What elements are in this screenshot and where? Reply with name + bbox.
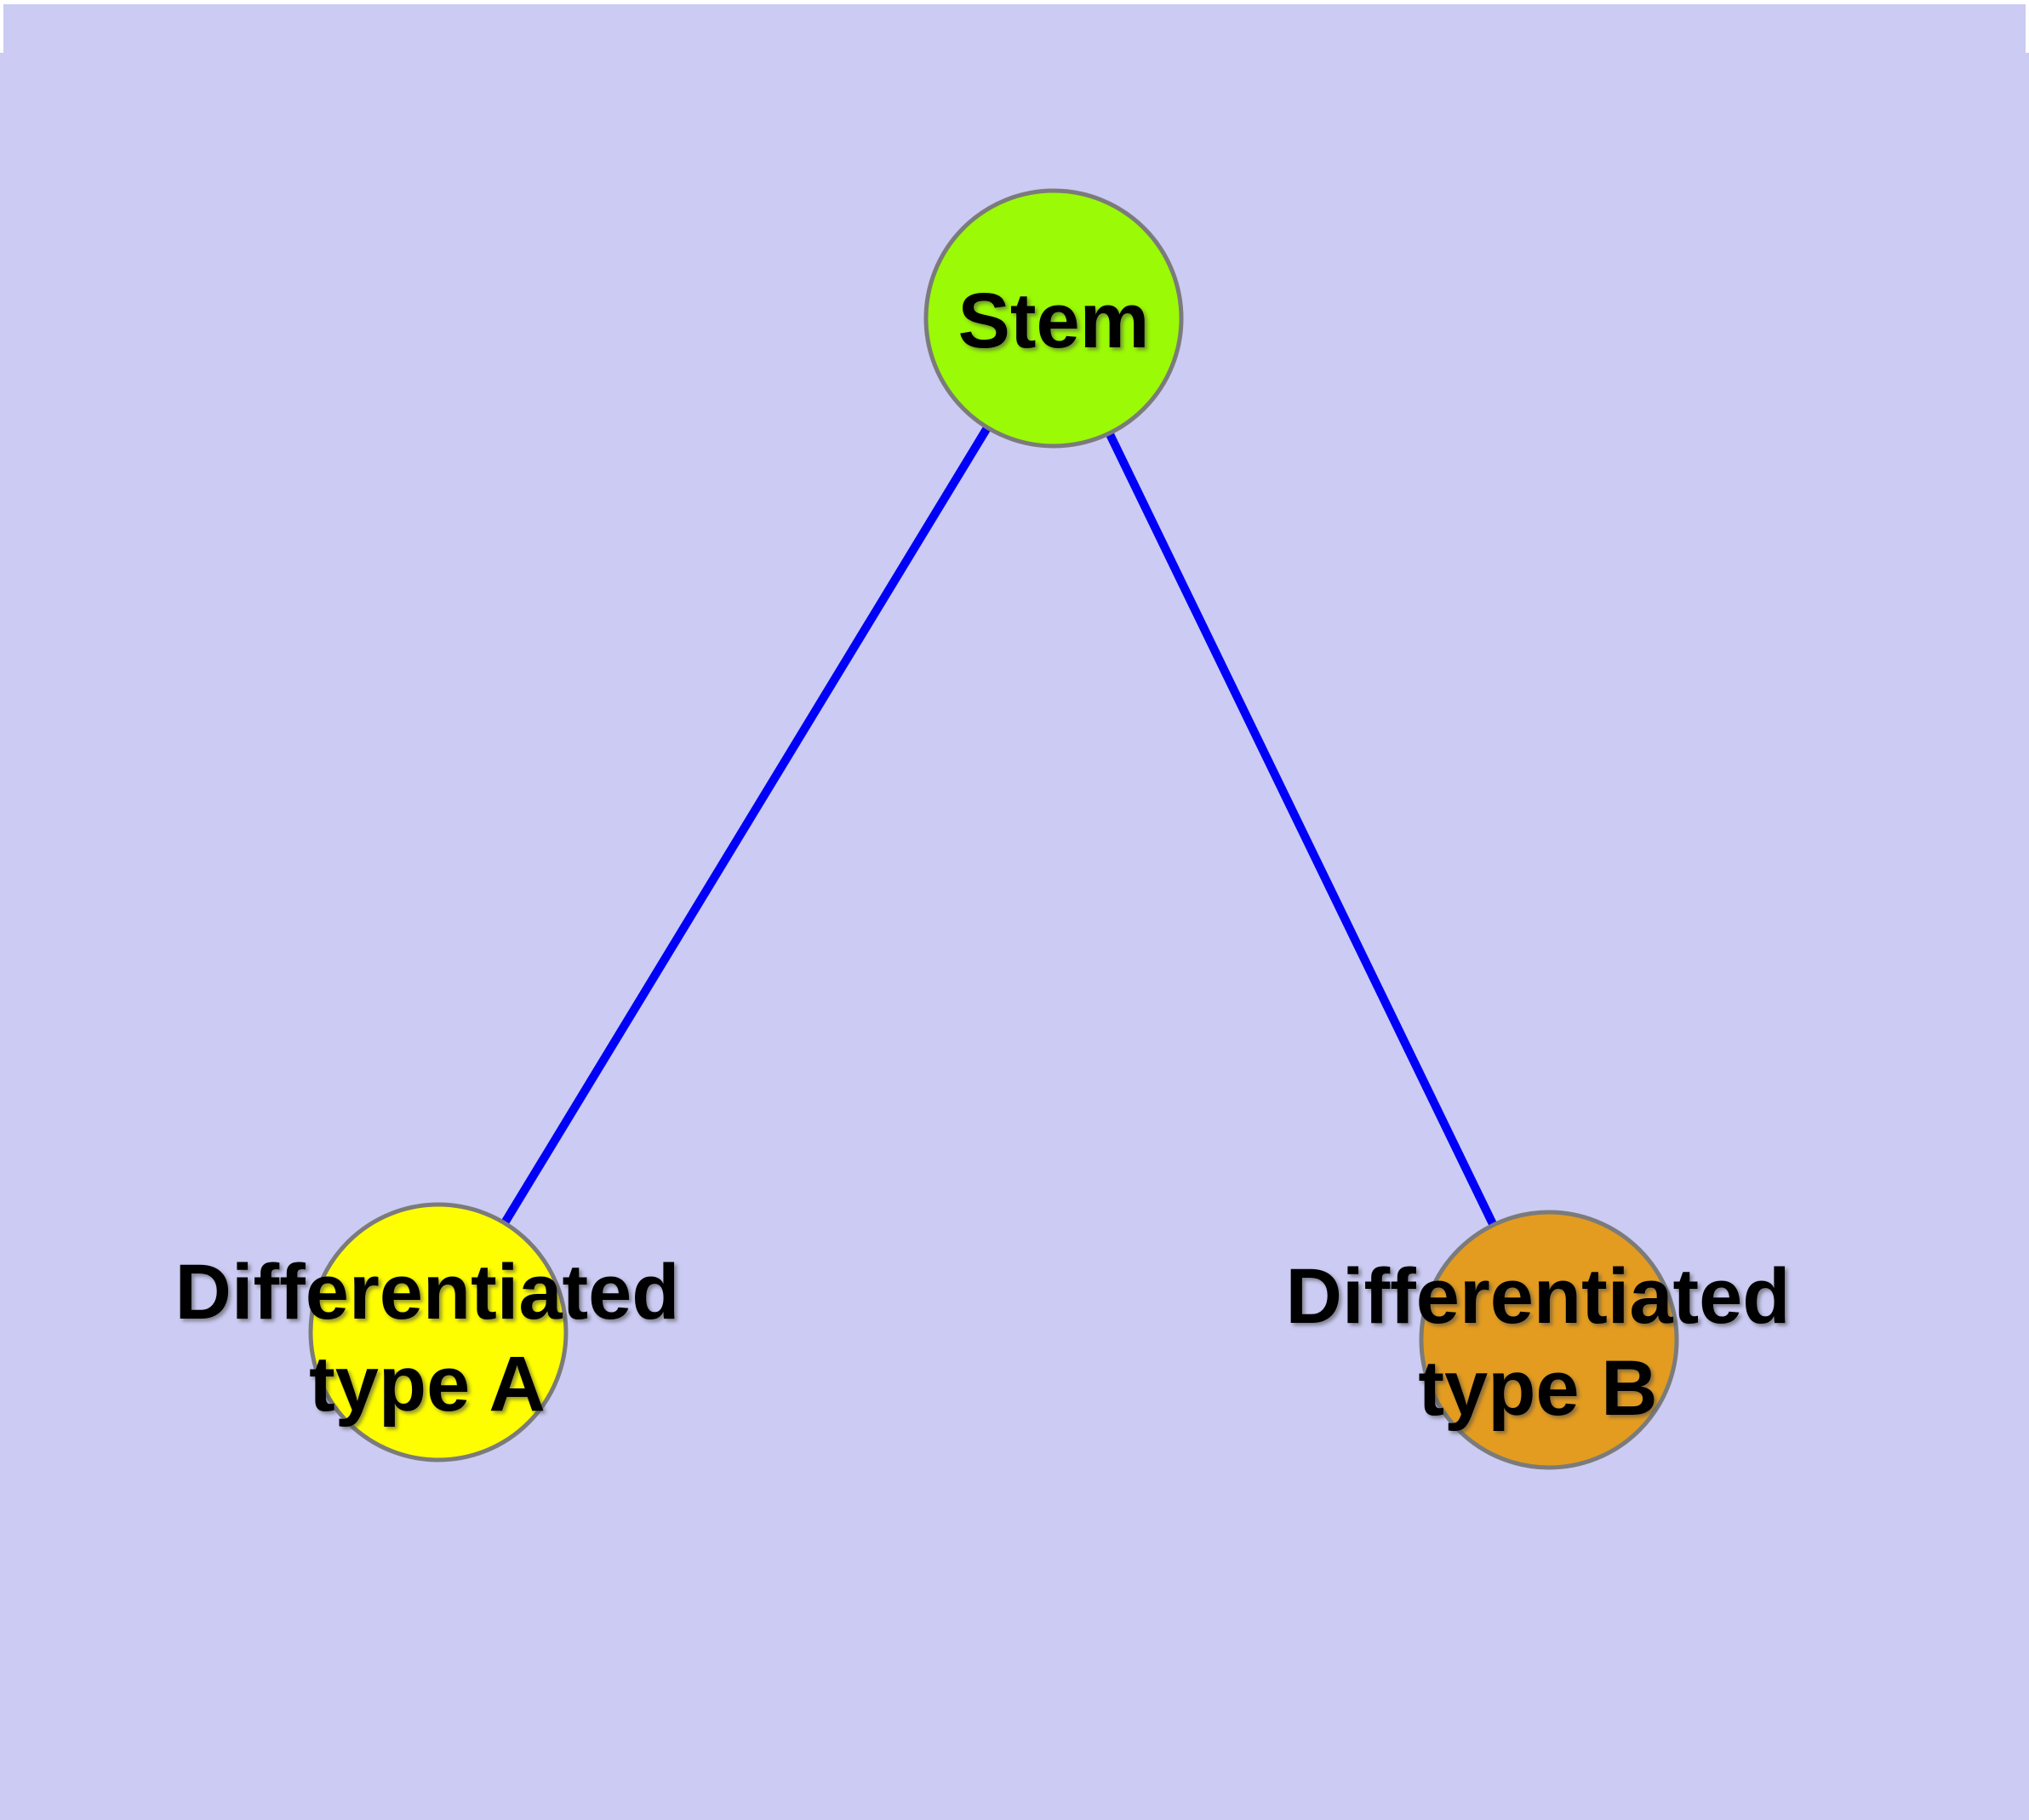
top-right-corner-sliver xyxy=(2026,0,2029,53)
node-differentiated-type-a xyxy=(308,1202,569,1462)
node-stem-label: Stem xyxy=(958,278,1150,364)
node-stem xyxy=(923,188,1184,449)
top-left-corner-sliver xyxy=(0,0,3,53)
node-type-a-label-line1: Differentiated xyxy=(175,1249,680,1336)
node-type-a-label-line2: type A xyxy=(309,1341,546,1428)
node-differentiated-type-b xyxy=(1419,1210,1679,1470)
node-type-b-label-line1: Differentiated xyxy=(1286,1253,1791,1340)
edge-stem-to-type-a xyxy=(434,316,1058,1335)
node-type-b-label-line2: type B xyxy=(1418,1345,1657,1432)
top-margin-strip xyxy=(0,0,2029,4)
edge-stem-to-type-b xyxy=(1049,316,1553,1342)
